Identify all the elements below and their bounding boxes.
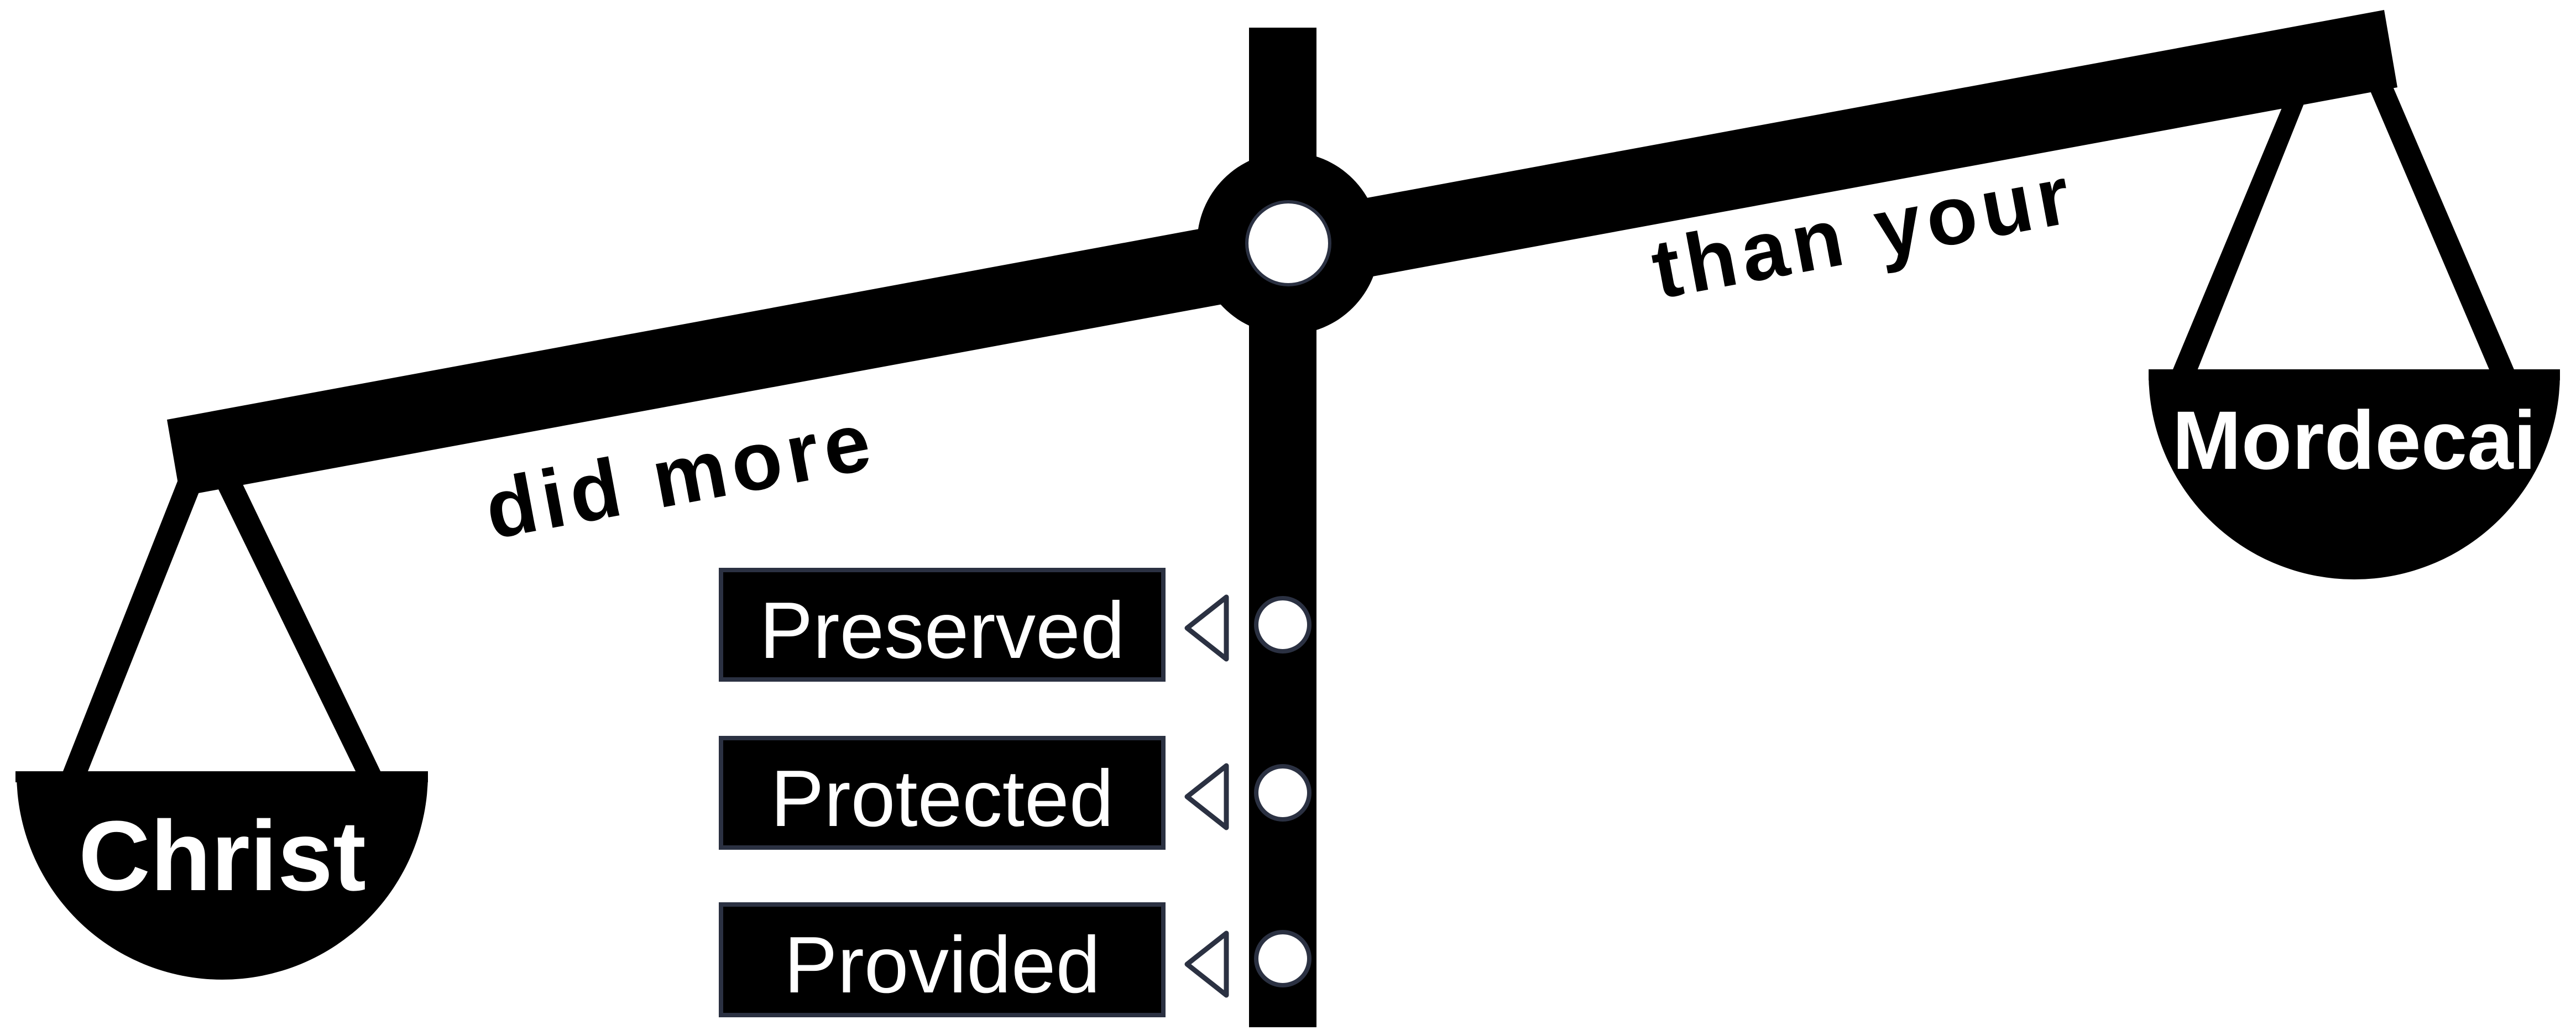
left-hanger-arm-inner [208,459,383,777]
right-hanger-arm-outer [2170,72,2317,376]
list-item-box [719,736,1166,850]
right-hanger-arm-inner [2361,64,2517,376]
post-hole-icon [1254,764,1311,822]
list-item-label: Preserved [760,585,1125,675]
pointer-triangle-icon [1184,930,1229,998]
pivot-hole [1245,200,1331,286]
pointer-triangle-icon [1184,594,1229,662]
left-hanger-arm-outer [61,480,200,777]
left-pan-bowl [17,774,428,980]
left-pan-assembly: Christ [15,459,428,980]
list-item-label: Protected [771,754,1114,843]
right-pan-assembly: Mordecai [2149,64,2560,579]
post-hole-icon [1254,930,1311,987]
list-item-protected: Protected [719,736,1311,850]
post-hole-icon [1254,596,1311,653]
list-item-preserved: Preserved [719,568,1311,682]
right-pan-bowl [2149,374,2560,579]
list-item-provided: Provided [719,902,1311,1017]
list-item-box [719,902,1166,1017]
right-pan-label: Mordecai [2172,394,2537,487]
list-item-label: Provided [784,920,1100,1010]
pointer-triangle-icon [1184,763,1229,830]
left-pan-label: Christ [79,801,366,912]
list-item-box [719,568,1166,682]
